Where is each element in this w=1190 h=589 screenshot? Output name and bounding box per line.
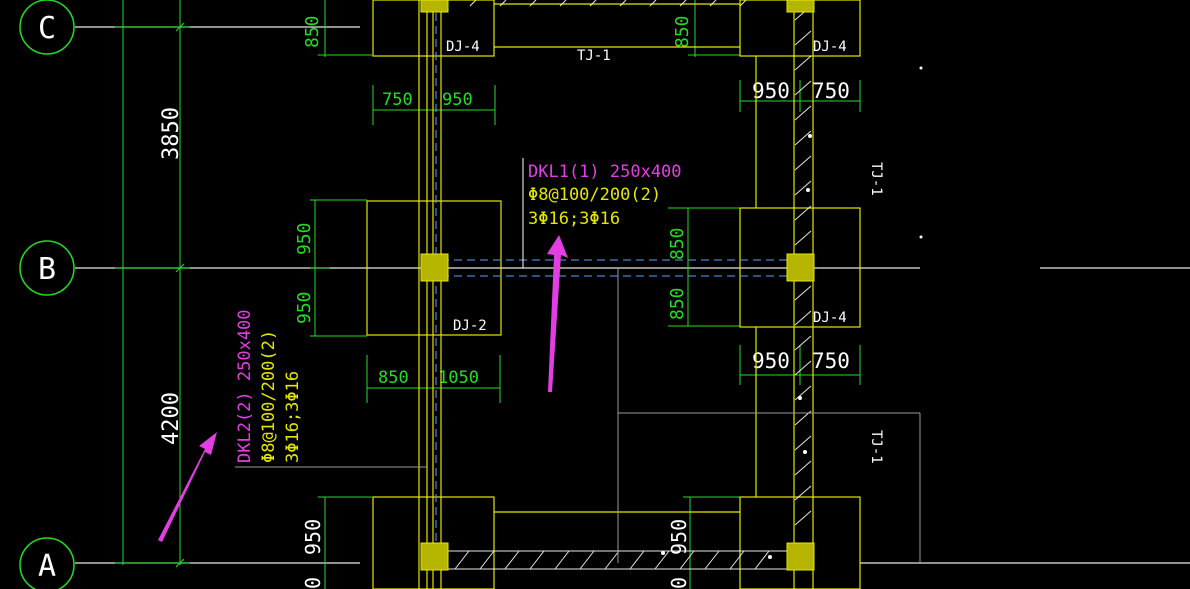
label-dj4-top-left: DJ-4	[446, 39, 480, 55]
beam-dkl2-name: DKL2(2) 250x400	[235, 309, 255, 463]
axis-label-c: C	[38, 11, 56, 46]
dim-right-mid-950: 950	[752, 349, 790, 373]
dim-mid-1050: 1050	[438, 368, 479, 388]
axis-bubble-c: C	[19, 0, 75, 55]
column-a-right	[786, 542, 815, 571]
dim-top-mid-850: 850	[672, 15, 693, 48]
column-b-left	[420, 253, 449, 282]
axis-label-b: B	[38, 252, 56, 287]
axis-bubble-a: A	[19, 537, 75, 589]
overall-dimension-chain	[115, 0, 190, 568]
dim-right-b-850-lower: 850	[667, 287, 688, 320]
footing-dj4-mid-right	[739, 207, 861, 328]
dim-bottom-left-0: 0	[301, 577, 325, 589]
label-tj1-top: TJ-1	[577, 48, 611, 64]
label-tj1-right-bottom: TJ-1	[868, 430, 884, 464]
dim-bottom-mid-950: 950	[667, 519, 691, 555]
label-tj1-right-top: TJ-1	[868, 162, 884, 196]
label-dj4-mid-right: DJ-4	[813, 310, 847, 326]
dim-mid-850: 850	[378, 368, 409, 388]
arrow-to-dkl2	[158, 432, 217, 542]
dim-bottom-mid-0: 0	[667, 577, 691, 589]
beam-dkl1-annotation: DKL1(1) 250x400 Φ8@100/200(2) 3Φ16;3Φ16	[522, 158, 682, 268]
dim-left-b-950-lower: 950	[294, 291, 315, 324]
column-b-right	[786, 253, 815, 282]
grey-reference-lines	[235, 268, 921, 563]
column-top-left	[420, 0, 449, 13]
footing-dj4-top-right	[739, 0, 861, 57]
dim-right-top-750: 750	[812, 79, 850, 103]
footing-outlines	[366, 0, 861, 589]
dim-top-left-850: 850	[302, 15, 323, 48]
footing-dj2	[366, 200, 502, 336]
beam-dkl2-annotation: DKL2(2) 250x400 Φ8@100/200(2) 3Φ16;3Φ16	[235, 309, 303, 463]
dim-top-950: 950	[442, 90, 473, 110]
small-marks	[661, 66, 923, 559]
dim-axis-b-a: 4200	[159, 392, 184, 445]
arrow-to-dkl1	[547, 235, 568, 392]
axis-grid-lines	[75, 26, 1190, 564]
axis-bubble-b: B	[19, 240, 75, 296]
dim-right-mid-750: 750	[812, 349, 850, 373]
beam-dkl2-stirrup: Φ8@100/200(2)	[259, 330, 279, 463]
beam-axis-dashed	[435, 0, 794, 563]
dim-top-750: 750	[382, 90, 413, 110]
axis-label-a: A	[38, 549, 56, 584]
beam-dkl1-stirrup: Φ8@100/200(2)	[528, 185, 661, 205]
label-dj4-top-right: DJ-4	[813, 39, 847, 55]
column-top-right	[786, 0, 815, 13]
dim-right-top-950: 950	[752, 79, 790, 103]
columns	[420, 0, 815, 571]
dim-bottom-left-950: 950	[301, 519, 325, 555]
beam-dkl1-name: DKL1(1) 250x400	[528, 162, 682, 182]
dim-left-b-950-upper: 950	[294, 222, 315, 255]
dim-axis-c-b: 3850	[159, 107, 184, 160]
right-wall-hatch	[794, 5, 812, 526]
dim-right-b-850-upper: 850	[667, 227, 688, 260]
beam-dkl2-bars: 3Φ16;3Φ16	[283, 371, 303, 463]
top-wall-hatch	[469, 0, 747, 7]
column-a-left	[420, 542, 449, 571]
beam-dkl1-bars: 3Φ16;3Φ16	[528, 209, 620, 229]
footing-bottom-right	[739, 496, 861, 589]
label-dj2: DJ-2	[453, 318, 487, 334]
